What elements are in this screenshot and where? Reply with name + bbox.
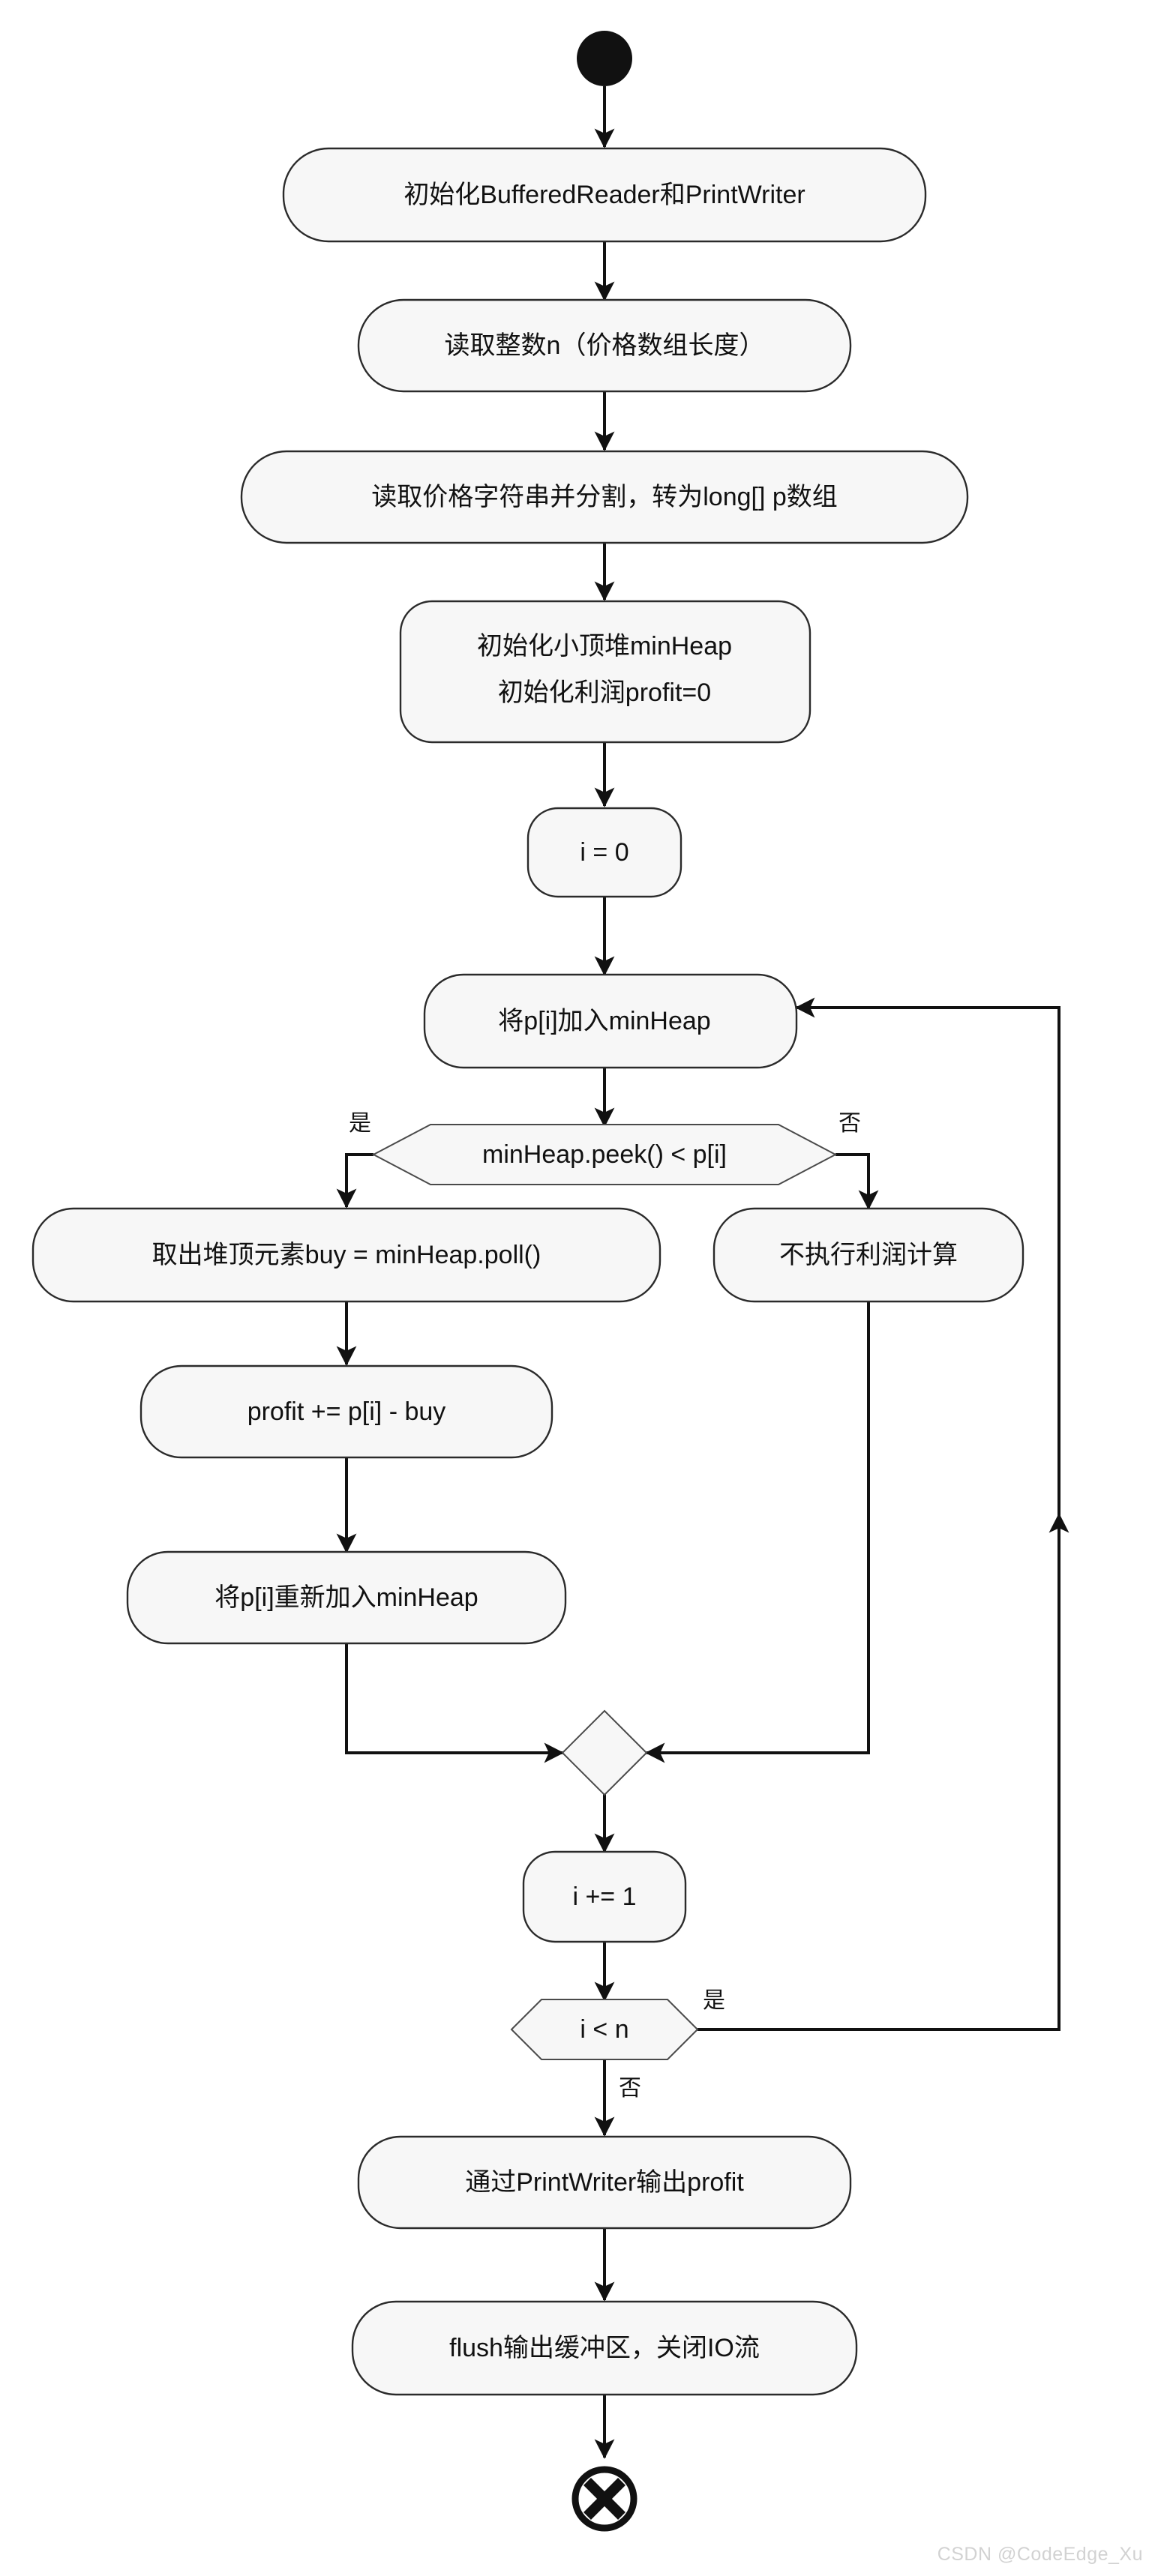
cond-peek-no-label: 否 xyxy=(838,1111,861,1136)
i-inc-label: i += 1 xyxy=(572,1883,636,1911)
push-pi-label: 将p[i]加入minHeap xyxy=(498,1007,710,1035)
poll-buy-label: 取出堆顶元素buy = minHeap.poll() xyxy=(152,1241,542,1269)
read-n-label: 读取整数n（价格数组长度） xyxy=(445,331,765,360)
node-read-n[interactable]: 读取整数n（价格数组长度） xyxy=(357,298,852,393)
read-n-box xyxy=(357,298,852,393)
node-no-profit[interactable]: 不执行利润计算 xyxy=(712,1207,1024,1303)
node-repush-pi[interactable]: 将p[i]重新加入minHeap xyxy=(126,1550,567,1645)
end-x-stroke-2 xyxy=(584,2478,626,2520)
read-prices-box xyxy=(240,450,969,544)
flush-close-label: flush输出缓冲区，关闭IO流 xyxy=(449,2334,760,2362)
node-init-heap[interactable]: 初始化小顶堆minHeap 初始化利润profit=0 xyxy=(399,600,812,744)
edge-cond-peek-no xyxy=(836,1153,879,1210)
node-init-io[interactable]: 初始化BufferedReader和PrintWriter xyxy=(282,147,927,243)
cond-loop-yes-label: 是 xyxy=(703,1988,725,2013)
i-zero-box xyxy=(526,807,682,898)
node-print-profit[interactable]: 通过PrintWriter输出profit xyxy=(357,2135,852,2230)
no-profit-label: 不执行利润计算 xyxy=(779,1241,958,1269)
merge-diamond xyxy=(561,1709,648,1796)
cond-loop-no-label: 否 xyxy=(619,2076,641,2101)
node-poll-buy[interactable]: 取出堆顶元素buy = minHeap.poll() xyxy=(32,1207,662,1303)
i-inc-box xyxy=(522,1850,687,1943)
csdn-watermark: CSDN @CodeEdge_Xu xyxy=(937,2544,1143,2565)
node-push-pi[interactable]: 将p[i]加入minHeap xyxy=(423,973,798,1069)
i-zero-label: i = 0 xyxy=(580,838,628,867)
edge-repush-pi-to-merge xyxy=(345,1643,564,1763)
no-profit-box xyxy=(712,1207,1024,1303)
init-heap-label-line1: 初始化小顶堆minHeap xyxy=(477,632,732,660)
node-end[interactable] xyxy=(572,2466,638,2532)
init-heap-label-line2: 初始化利润profit=0 xyxy=(498,678,711,707)
end-circle xyxy=(572,2466,638,2532)
print-profit-box xyxy=(357,2135,852,2230)
cond-peek-hexagon xyxy=(371,1124,838,1185)
cond-loop-hexagon xyxy=(510,1999,699,2060)
read-prices-label: 读取价格字符串并分割，转为long[] p数组 xyxy=(371,483,838,511)
node-cond-loop[interactable]: i < n 是 否 xyxy=(510,1988,725,2101)
node-start[interactable] xyxy=(577,31,632,86)
init-io-label: 初始化BufferedReader和PrintWriter xyxy=(404,181,805,209)
init-io-box xyxy=(282,147,927,243)
node-i-zero[interactable]: i = 0 xyxy=(526,807,682,898)
cond-peek-yes-label: 是 xyxy=(349,1111,371,1136)
node-flush-close[interactable]: flush输出缓冲区，关闭IO流 xyxy=(351,2300,858,2396)
add-profit-label: profit += p[i] - buy xyxy=(248,1397,446,1426)
start-circle xyxy=(577,31,632,86)
edge-no-profit-to-merge xyxy=(645,1301,870,1763)
cond-peek-label: minHeap.peek() < p[i] xyxy=(482,1140,727,1169)
print-profit-label: 通过PrintWriter输出profit xyxy=(465,2168,744,2197)
node-merge[interactable] xyxy=(561,1709,648,1796)
add-profit-box xyxy=(140,1364,554,1459)
node-cond-peek[interactable]: minHeap.peek() < p[i] 是 否 xyxy=(349,1111,861,1185)
poll-buy-box xyxy=(32,1207,662,1303)
node-add-profit[interactable]: profit += p[i] - buy xyxy=(140,1364,554,1459)
node-read-prices[interactable]: 读取价格字符串并分割，转为long[] p数组 xyxy=(240,450,969,544)
node-i-inc[interactable]: i += 1 xyxy=(522,1850,687,1943)
edge-layer xyxy=(336,86,1070,2459)
edge-cond-peek-yes xyxy=(336,1153,374,1209)
repush-pi-box xyxy=(126,1550,567,1645)
repush-pi-label: 将p[i]重新加入minHeap xyxy=(214,1583,478,1612)
init-heap-box xyxy=(399,600,812,744)
flush-close-box xyxy=(351,2300,858,2396)
cond-loop-label: i < n xyxy=(580,2015,628,2044)
push-pi-box xyxy=(423,973,798,1069)
